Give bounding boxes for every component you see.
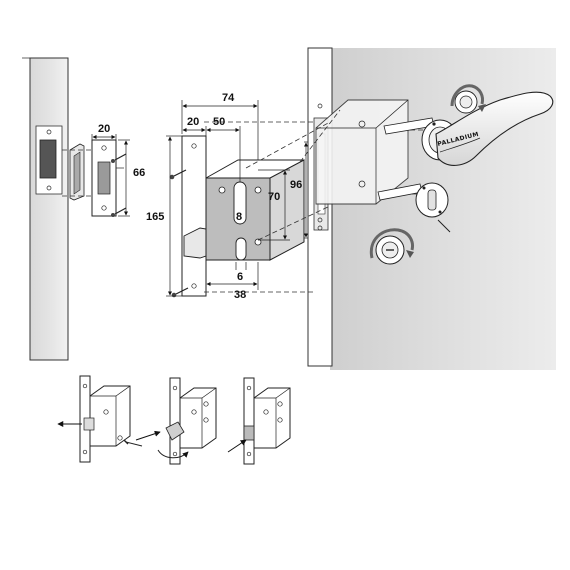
- dim-square-spindle-label: 8: [236, 211, 242, 223]
- dim-spindle-to-cylinder: 70: [258, 169, 290, 241]
- emergency-release-rose: [369, 228, 414, 265]
- dim-backset-total-label: 74: [222, 92, 235, 104]
- dim-strike-height: 66: [118, 139, 145, 217]
- dim-backset-total: 74: [181, 92, 259, 160]
- emergency-spindle-slot: [235, 237, 247, 261]
- dim-overall-height: 165: [146, 135, 182, 297]
- dim-strike-width: 20: [91, 123, 117, 142]
- dim-faceplate-offset-label: 20: [187, 116, 199, 128]
- dim-spindle-to-cylinder-label: 70: [268, 191, 280, 203]
- dim-lower-offset-label: 38: [234, 289, 246, 301]
- dim-backset-label: 50: [213, 116, 225, 128]
- dim-emergency-spindle: 6: [235, 262, 247, 283]
- dim-emergency-spindle-label: 6: [237, 271, 243, 283]
- dim-strike-width-label: 20: [98, 123, 110, 135]
- lever-handle: PALLADIUM: [435, 91, 554, 166]
- dim-body-height-label: 96: [290, 179, 302, 191]
- strike-recess: [39, 139, 57, 179]
- mortise-lock: [181, 135, 305, 297]
- handing-step-3: [227, 377, 291, 465]
- mortise-cavity: [315, 99, 409, 205]
- door-frame: [22, 57, 69, 361]
- handle-rotation-arrow: [450, 84, 486, 114]
- handing-step-1: [57, 375, 143, 463]
- handing-step-2: [135, 377, 217, 465]
- dim-faceplate-offset: 20: [182, 116, 207, 136]
- thumb-turn: [415, 182, 451, 233]
- strike-plate: [91, 139, 124, 217]
- strike-box: [69, 143, 85, 201]
- dim-lower-offset: 38: [205, 262, 259, 301]
- dim-overall-height-label: 165: [146, 211, 164, 223]
- lock-faceplate: [181, 135, 207, 297]
- dim-strike-height-label: 66: [133, 167, 145, 179]
- dim-backset: 50: [206, 116, 241, 182]
